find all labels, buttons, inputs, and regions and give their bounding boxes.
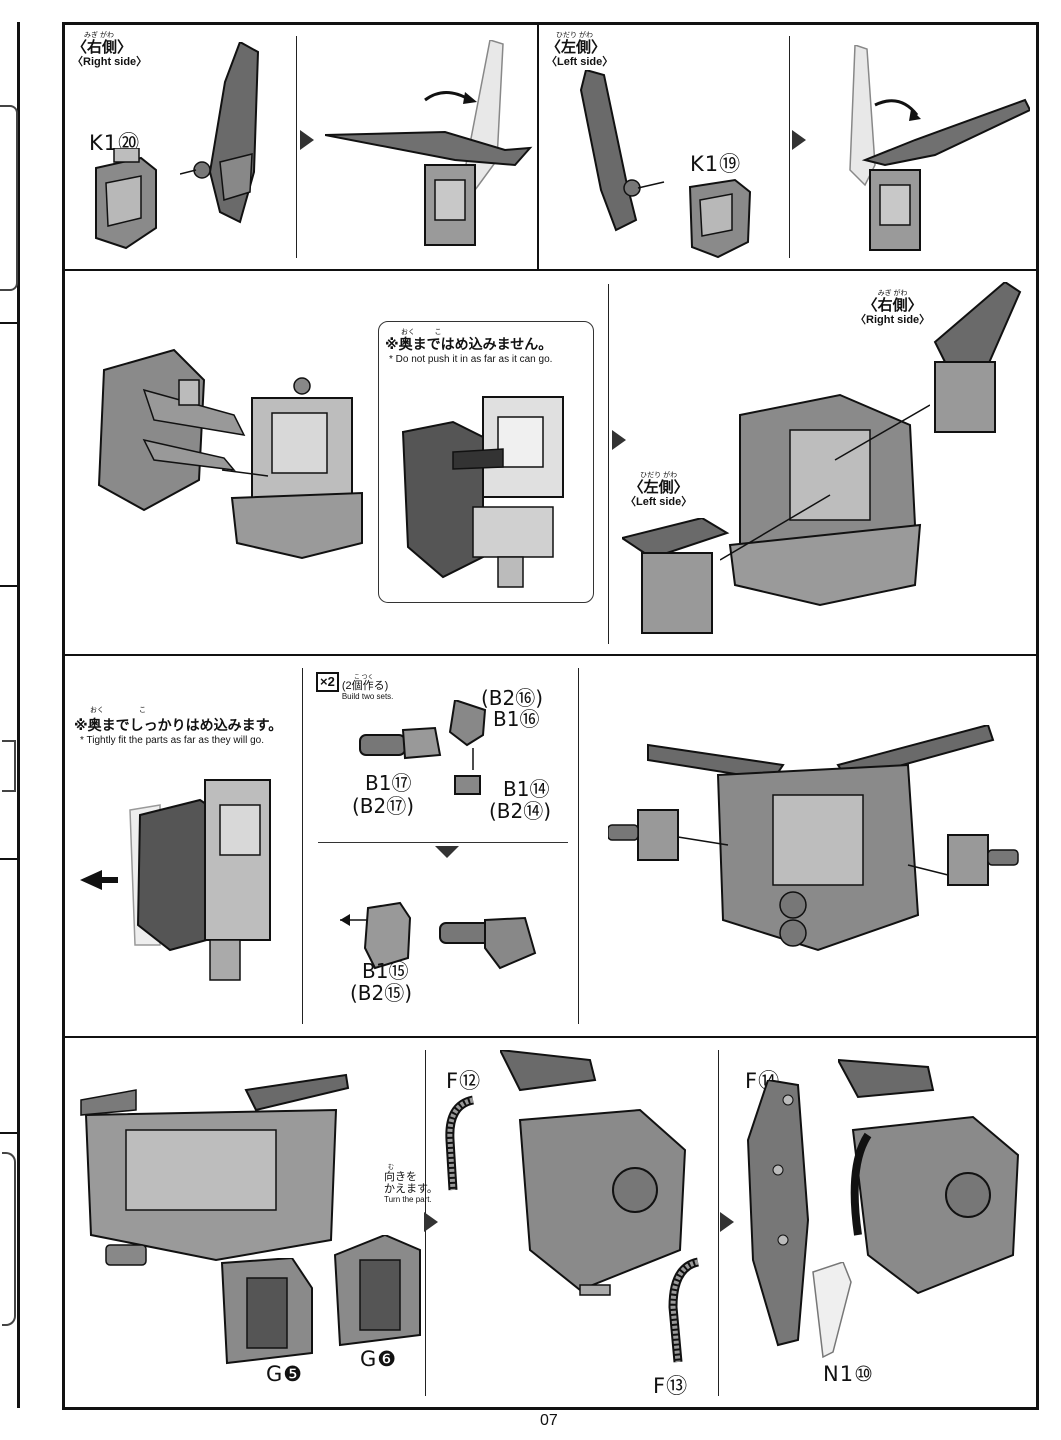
side-label-jp: 〈右側〉 xyxy=(72,39,133,56)
row-divider xyxy=(64,654,1037,656)
assembled-shoulder-right xyxy=(325,40,533,246)
elbow-joint-assembled xyxy=(340,901,537,970)
count-jp: (2個作る) xyxy=(341,680,389,692)
left-side-heading: ひだり がわ 〈左側〉 〈Left side〉 xyxy=(546,30,613,68)
instruction-frame xyxy=(62,22,1039,1410)
torso-with-shoulders xyxy=(720,393,930,607)
caution-note-box: おく こ ※奥まではめ込みません。 * Do not push it in as… xyxy=(378,321,594,603)
side-label-en: 〈Right side〉 xyxy=(72,56,148,68)
torso-core-part xyxy=(222,377,363,560)
ruby-text: こ つく xyxy=(353,675,374,681)
side-label-jp: 〈左側〉 xyxy=(628,479,689,496)
shoulder-armor-assembly xyxy=(97,348,246,512)
adjacent-page-strip xyxy=(0,22,20,1408)
part-label-b1-16: B1⑯ xyxy=(493,707,540,731)
part-label-b2-14: (B2⑭) xyxy=(489,799,552,823)
count-icon: ×2 xyxy=(316,672,339,692)
left-side-heading: ひだり がわ 〈左側〉 〈Left side〉 xyxy=(625,470,692,508)
right-shoulder-part xyxy=(933,282,1022,433)
part-label-n1-10: N1⑩ xyxy=(823,1362,874,1386)
build-count-badge: ×2 こ つく (2個作る) Build two sets. xyxy=(316,672,393,701)
hose-part-f12 xyxy=(445,1095,475,1191)
wing-blade-part xyxy=(579,70,665,232)
step-arrow xyxy=(612,430,626,450)
turn-en: Turn the part. xyxy=(384,1195,432,1204)
right-side-heading: みぎ がわ 〈右側〉 〈Right side〉 xyxy=(855,288,930,326)
note-jp: ※奥まではめ込みません。 xyxy=(385,336,553,352)
part-label-b2-15: (B2⑮) xyxy=(350,981,413,1005)
part-label-b1-15: B1⑮ xyxy=(362,959,409,983)
torso-rear-view xyxy=(80,1073,350,1266)
ruby-text: みぎ がわ xyxy=(84,32,114,39)
step-arrow xyxy=(792,130,806,150)
wing-blade-part xyxy=(180,42,260,224)
row-divider xyxy=(64,1036,1037,1038)
shoulder-block-part xyxy=(688,178,752,259)
step-arrow xyxy=(720,1212,734,1232)
right-side-heading: みぎ がわ 〈右側〉 〈Right side〉 xyxy=(72,30,147,68)
shoulder-block-part xyxy=(95,148,157,250)
row-divider xyxy=(64,269,1037,271)
page-number: 07 xyxy=(540,1412,558,1429)
note-en: * Do not push it in as far as it can go. xyxy=(389,354,553,365)
torso-with-hoses xyxy=(838,1058,1020,1295)
caution-note: おく こ ※奥までしっかりはめ込みます。 * Tightly fit the p… xyxy=(74,705,282,746)
torso-side-view xyxy=(500,1050,687,1296)
side-label-en: 〈Left side〉 xyxy=(625,496,693,508)
ruby-text: みぎ がわ xyxy=(877,290,908,297)
rear-cover-part-g5 xyxy=(220,1258,313,1365)
turn-part-note: む 向きを かえます。 Turn the part. xyxy=(384,1162,438,1204)
step-arrow xyxy=(300,130,314,150)
hose-part-f13 xyxy=(668,1257,700,1363)
ruby-text: む xyxy=(388,1165,395,1171)
elbow-joint-parts xyxy=(359,700,487,795)
left-shoulder-part xyxy=(622,518,730,634)
note-jp: ※奥までしっかりはめ込みます。 xyxy=(74,717,283,733)
count-en: Build two sets. xyxy=(341,692,394,701)
turn-jp-2: かえます。 xyxy=(384,1183,438,1195)
side-label-jp: 〈右側〉 xyxy=(862,297,923,314)
turn-jp-1: 向きを xyxy=(384,1171,417,1183)
assembled-shoulder-left xyxy=(849,45,1030,251)
note-en: * Tightly fit the parts as far as they w… xyxy=(80,735,264,746)
side-label-en: 〈Left side〉 xyxy=(546,56,614,68)
part-label-k1-19: K1⑲ xyxy=(690,152,742,176)
part-label-b2-17: (B2⑰) xyxy=(352,794,415,818)
part-label-b1-17: B1⑰ xyxy=(365,771,412,795)
step-arrow xyxy=(424,1212,438,1232)
part-label-b1-14: B1⑭ xyxy=(503,777,550,801)
side-label-en: 〈Right side〉 xyxy=(855,314,931,326)
down-arrow-icon xyxy=(435,846,459,858)
part-label-f12: F⑫ xyxy=(446,1069,482,1093)
part-label-b2-16: (B2⑯) xyxy=(481,686,544,710)
part-label-g6: G❻ xyxy=(360,1347,398,1371)
part-label-g5: G❺ xyxy=(266,1362,304,1386)
side-label-jp: 〈左側〉 xyxy=(546,39,607,56)
part-label-f13: F⑬ xyxy=(653,1374,689,1398)
ruby-text: おく こ xyxy=(90,707,147,714)
ruby-text: ひだり がわ xyxy=(556,32,593,39)
rear-cover-part-g6 xyxy=(333,1235,421,1347)
ruby-text: ひだり がわ xyxy=(640,472,678,479)
torso-with-arm-joints xyxy=(608,725,1019,952)
side-armor-part-f14 xyxy=(746,1080,810,1347)
clear-part-n1-10 xyxy=(812,1262,852,1359)
torso-fully-seated-view xyxy=(80,779,271,981)
ruby-text: おく こ xyxy=(401,329,442,336)
